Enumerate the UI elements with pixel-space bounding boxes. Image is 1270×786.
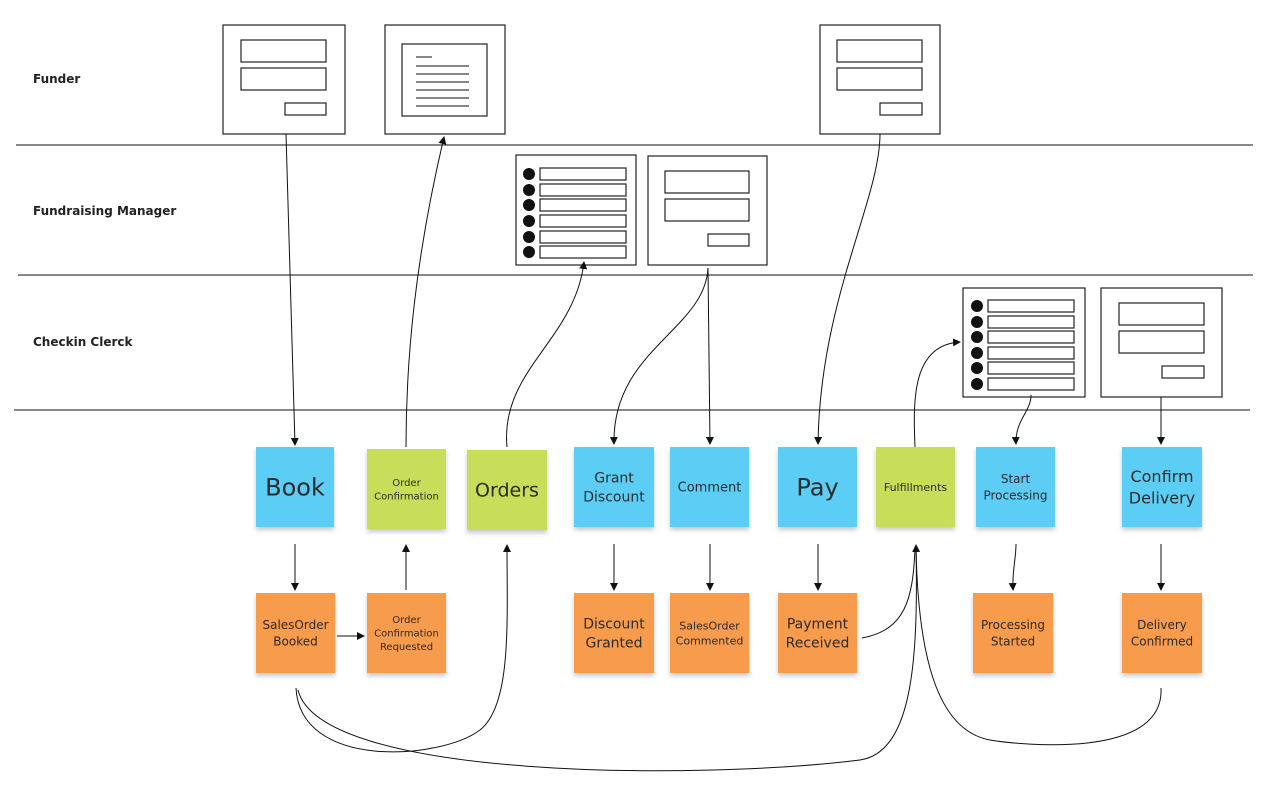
- connector-form-to-grant-discount: [609, 267, 709, 445]
- manager-form-icon: [647, 155, 768, 266]
- sticky-fulfillments: Fulfillments: [876, 447, 955, 527]
- sticky-label: Confirmed: [1131, 634, 1193, 648]
- sticky-orders: Orders: [467, 450, 547, 530]
- sticky-label: Comment: [678, 481, 742, 496]
- sticky-label: Fulfillments: [884, 481, 948, 494]
- sticky-note-background: [367, 449, 446, 529]
- lane-label-funder: Funder: [33, 72, 80, 86]
- sticky-note-background: [1122, 593, 1202, 673]
- sticky-label: Commented: [676, 634, 744, 647]
- sticky-label: Started: [991, 634, 1035, 648]
- sticky-pay: Pay: [778, 447, 857, 527]
- sticky-label: Book: [265, 473, 325, 501]
- connectors: [285, 133, 1165, 772]
- sticky-note-background: [976, 447, 1055, 527]
- sticky-label: Granted: [585, 635, 642, 651]
- lane-labels: Funder Fundraising Manager Checkin Clerc…: [33, 72, 176, 349]
- sticky-note-background: [256, 447, 334, 527]
- sticky-note-background: [778, 447, 857, 527]
- sticky-label: Discount: [583, 489, 645, 505]
- sticky-label: Requested: [380, 642, 433, 653]
- sticky-label: Discount: [583, 616, 645, 632]
- lane-separators: [14, 144, 1253, 411]
- connector-confirmed-to-fulfillments: [915, 547, 1162, 746]
- connector-orders-to-list: [506, 261, 588, 448]
- connector-start-to-started: [1008, 543, 1017, 591]
- sticky-label: SalesOrder: [262, 618, 328, 632]
- sticky-label: Start: [1001, 472, 1031, 486]
- connector-form-to-comment: [705, 267, 714, 445]
- connector-form-to-pay: [814, 133, 881, 445]
- sticky-label: Order: [392, 478, 421, 489]
- connector-fulfillments-to-list: [913, 338, 961, 448]
- sticky-note-background: [367, 593, 446, 673]
- sticky-note-background: [574, 593, 654, 673]
- manager-orders-list-icon: [515, 154, 637, 266]
- connector-payment-to-fulfillments: [861, 547, 916, 639]
- lane-label-fundraising-manager: Fundraising Manager: [33, 204, 176, 218]
- sticky-note-background: [778, 593, 857, 673]
- sticky-label: Grant: [594, 470, 634, 486]
- funder-confirmation-document-icon: [384, 24, 506, 135]
- sticky-note-background: [670, 447, 749, 527]
- sticky-label: Processing: [983, 488, 1047, 502]
- clerk-delivery-form-icon: [1100, 287, 1223, 398]
- clerk-fulfillments-list-icon: [962, 287, 1086, 398]
- sticky-label: Order: [392, 615, 421, 626]
- sticky-label: Payment: [787, 616, 849, 632]
- sticky-label: Delivery: [1129, 488, 1195, 507]
- connector-list-to-start-processing: [1011, 394, 1032, 445]
- lane-label-checkin-clerk: Checkin Clerck: [33, 335, 134, 349]
- funder-book-form-icon: [222, 24, 346, 135]
- sticky-note-background: [574, 447, 654, 527]
- funder-pay-form-icon: [819, 24, 941, 135]
- connector-booked-to-orders: [295, 544, 512, 753]
- sticky-note-background: [1122, 447, 1202, 527]
- sticky-book: Book: [256, 447, 334, 527]
- sticky-comment: Comment: [670, 447, 749, 527]
- sticky-label: Confirm: [1130, 467, 1193, 486]
- sticky-label: Booked: [273, 634, 317, 648]
- sticky-label: SalesOrder: [679, 619, 740, 632]
- sticky-label: Confirmation: [374, 629, 439, 640]
- sticky-note-background: [876, 447, 955, 527]
- sticky-label: Delivery: [1137, 618, 1187, 632]
- connector-booked-to-fulfillments: [297, 544, 921, 772]
- sticky-note-background: [256, 593, 335, 673]
- connector-order-confirmation-to-document: [405, 136, 447, 448]
- sticky-label: Orders: [475, 480, 539, 502]
- sticky-label: Pay: [796, 473, 838, 501]
- sticky-note-background: [973, 593, 1053, 673]
- connector-form-to-book: [285, 133, 299, 446]
- wireframes: [222, 24, 1223, 398]
- sticky-note-background: [467, 450, 547, 530]
- sticky-label: Confirmation: [374, 491, 439, 502]
- sticky-label: Received: [786, 635, 850, 651]
- sticky-label: Processing: [981, 618, 1045, 632]
- sticky-note-background: [670, 593, 749, 673]
